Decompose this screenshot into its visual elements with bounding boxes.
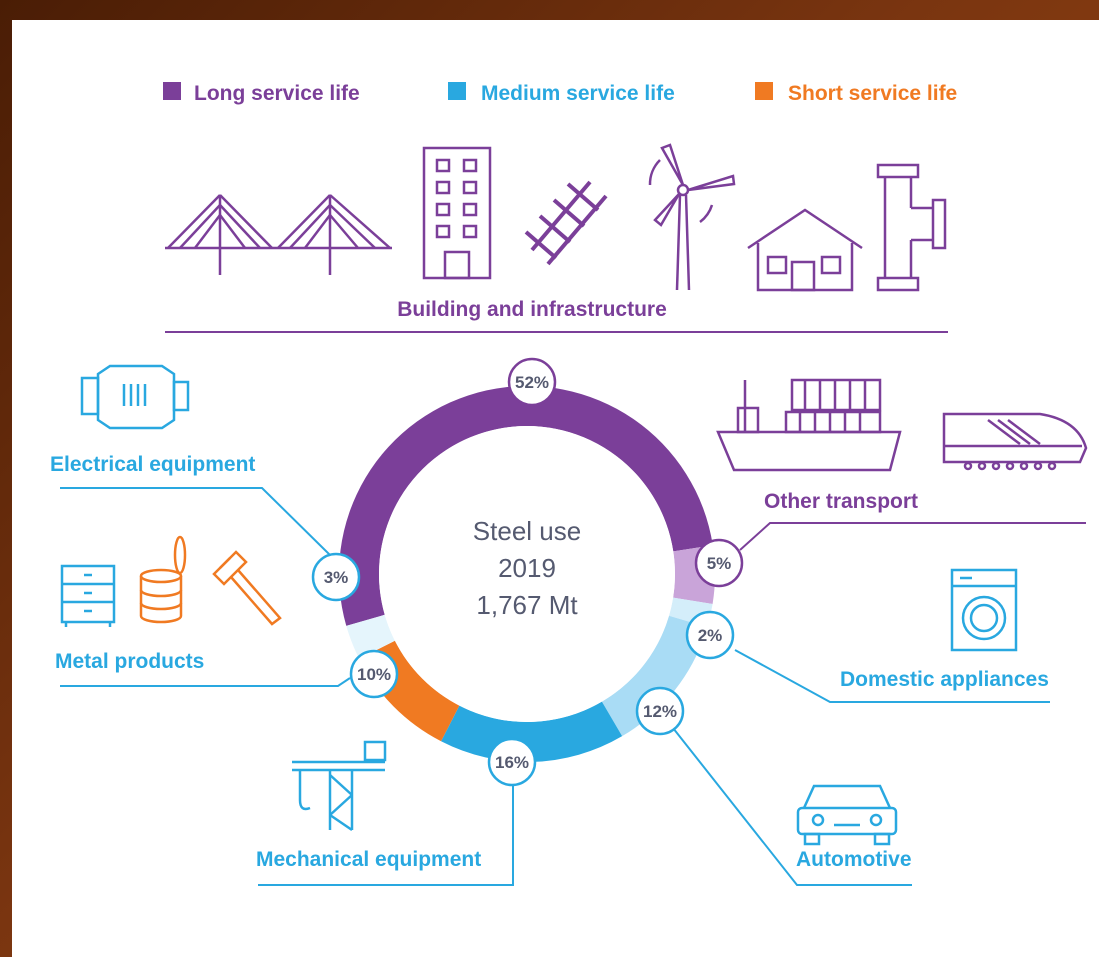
pct-label-transport: 5% — [707, 554, 732, 573]
bubble-metal: 10% — [349, 649, 399, 699]
bubble-domestic: 2% — [685, 610, 735, 660]
pct-label-building: 52% — [515, 373, 549, 392]
building-icons — [165, 143, 947, 292]
legend-item-medium: Medium service life — [448, 82, 675, 105]
leader-metal — [60, 677, 351, 687]
legend-swatch-short — [755, 82, 773, 100]
bubble-automotive: 12% — [635, 686, 685, 736]
leader-domestic — [734, 649, 1050, 703]
legend: Long service life Medium service life Sh… — [163, 82, 957, 105]
center-line-1: Steel use — [473, 516, 581, 546]
car-icon — [796, 784, 898, 846]
house-icon — [747, 208, 863, 292]
donut-slice-mechanical-equipment — [441, 701, 623, 762]
leader-electrical — [60, 487, 331, 556]
center-line-3: 1,767 Mt — [476, 590, 578, 620]
train-icon — [942, 412, 1088, 471]
ship-icon — [716, 378, 902, 472]
legend-item-short: Short service life — [755, 82, 957, 105]
legend-label-long: Long service life — [194, 82, 360, 105]
washing-machine-icon — [950, 568, 1018, 652]
bubble-transport: 5% — [694, 538, 744, 588]
legend-label-medium: Medium service life — [481, 82, 675, 105]
label-other-transport: Other transport — [764, 490, 918, 513]
bubble-building: 52% — [507, 357, 557, 407]
bubble-electrical: 3% — [311, 552, 361, 602]
donut-slice-electrical-equipment — [346, 614, 395, 659]
cabinet-icon — [60, 564, 116, 627]
donut-slice-building-and-infrastructure — [339, 385, 713, 626]
pct-label-metal: 10% — [357, 665, 391, 684]
label-building-infrastructure: Building and infrastructure — [397, 298, 667, 321]
infographic-card: Long service life Medium service life Sh… — [12, 20, 1099, 957]
bubble-mechanical: 16% — [487, 737, 537, 787]
label-automotive: Automotive — [796, 848, 912, 871]
donut-hole — [379, 426, 675, 722]
legend-item-long: Long service life — [163, 82, 360, 105]
railway-track-icon — [524, 180, 608, 266]
metal-products-icons — [60, 535, 282, 627]
crane-icon — [292, 740, 387, 832]
legend-swatch-medium — [448, 82, 466, 100]
label-domestic-appliances: Domestic appliances — [840, 668, 1049, 691]
pct-label-mechanical: 16% — [495, 753, 529, 772]
pct-label-domestic: 2% — [698, 626, 723, 645]
tin-can-icon — [139, 535, 187, 624]
legend-swatch-long — [163, 82, 181, 100]
label-metal-products: Metal products — [55, 650, 204, 673]
office-building-icon — [422, 146, 492, 280]
electric-motor-icon — [80, 364, 190, 430]
label-electrical-equipment: Electrical equipment — [50, 453, 255, 476]
leader-mechanical — [258, 780, 514, 886]
center-line-2: 2019 — [498, 553, 556, 583]
bridge-icon — [165, 194, 392, 275]
steel-use-chart: Long service life Medium service life Sh… — [50, 82, 1088, 886]
legend-label-short: Short service life — [788, 82, 957, 105]
transport-icons — [716, 378, 1088, 472]
donut-slice-automotive — [601, 615, 708, 737]
pct-label-electrical: 3% — [324, 568, 349, 587]
wind-turbine-icon — [648, 143, 736, 291]
pct-bubbles: 52% 5% 2% 12% 16% 10% 3% — [311, 357, 744, 787]
hammer-icon — [212, 550, 282, 626]
pct-label-automotive: 12% — [643, 702, 677, 721]
leader-transport — [739, 522, 1086, 551]
leader-automotive — [672, 727, 912, 886]
label-mechanical-equipment: Mechanical equipment — [256, 848, 481, 871]
pipe-icon — [876, 163, 947, 292]
